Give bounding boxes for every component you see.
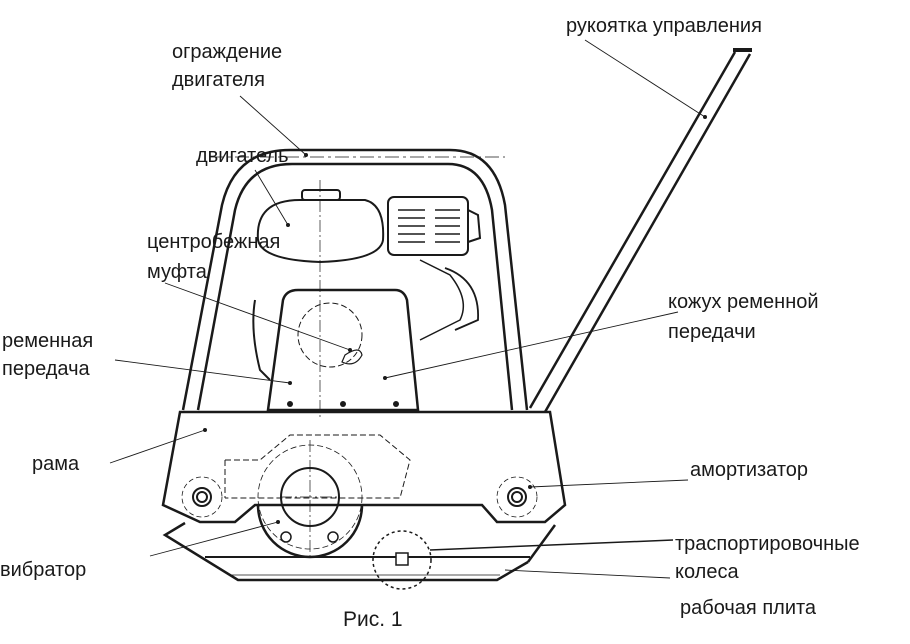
frame: [161, 410, 567, 524]
label-belt-1: ременная: [2, 330, 94, 352]
belt-cover: [266, 288, 420, 412]
label-engine: двигатель: [196, 145, 289, 167]
leader-lines: [109, 39, 706, 579]
figure-caption: Рис. 1: [343, 608, 403, 631]
transport-wheel: [372, 530, 432, 590]
label-shock-absorber: амортизатор: [690, 459, 809, 481]
label-engine-guard-1: ограждение: [172, 41, 283, 63]
label-clutch-1: центробежная: [147, 231, 281, 253]
label-clutch-2: муфта: [147, 261, 207, 283]
control-handle: [528, 48, 752, 413]
shock-absorbers: [181, 476, 538, 518]
label-control-handle: рукоятка управления: [566, 15, 762, 37]
label-belt-cover-2: передачи: [668, 321, 756, 343]
label-engine-guard-2: двигателя: [172, 69, 265, 91]
engine-guard: [181, 148, 529, 411]
engine: [252, 189, 482, 381]
label-belt-2: передача: [2, 358, 90, 380]
label-wheels-2: колеса: [675, 561, 739, 583]
label-belt-cover-1: кожух ременной: [668, 291, 819, 313]
working-plate: [162, 521, 557, 582]
label-working-plate: рабочая плита: [680, 597, 817, 619]
label-vibrator: вибратор: [0, 559, 87, 581]
label-frame: рама: [32, 453, 80, 475]
label-wheels-1: траспортировочные: [675, 533, 860, 555]
